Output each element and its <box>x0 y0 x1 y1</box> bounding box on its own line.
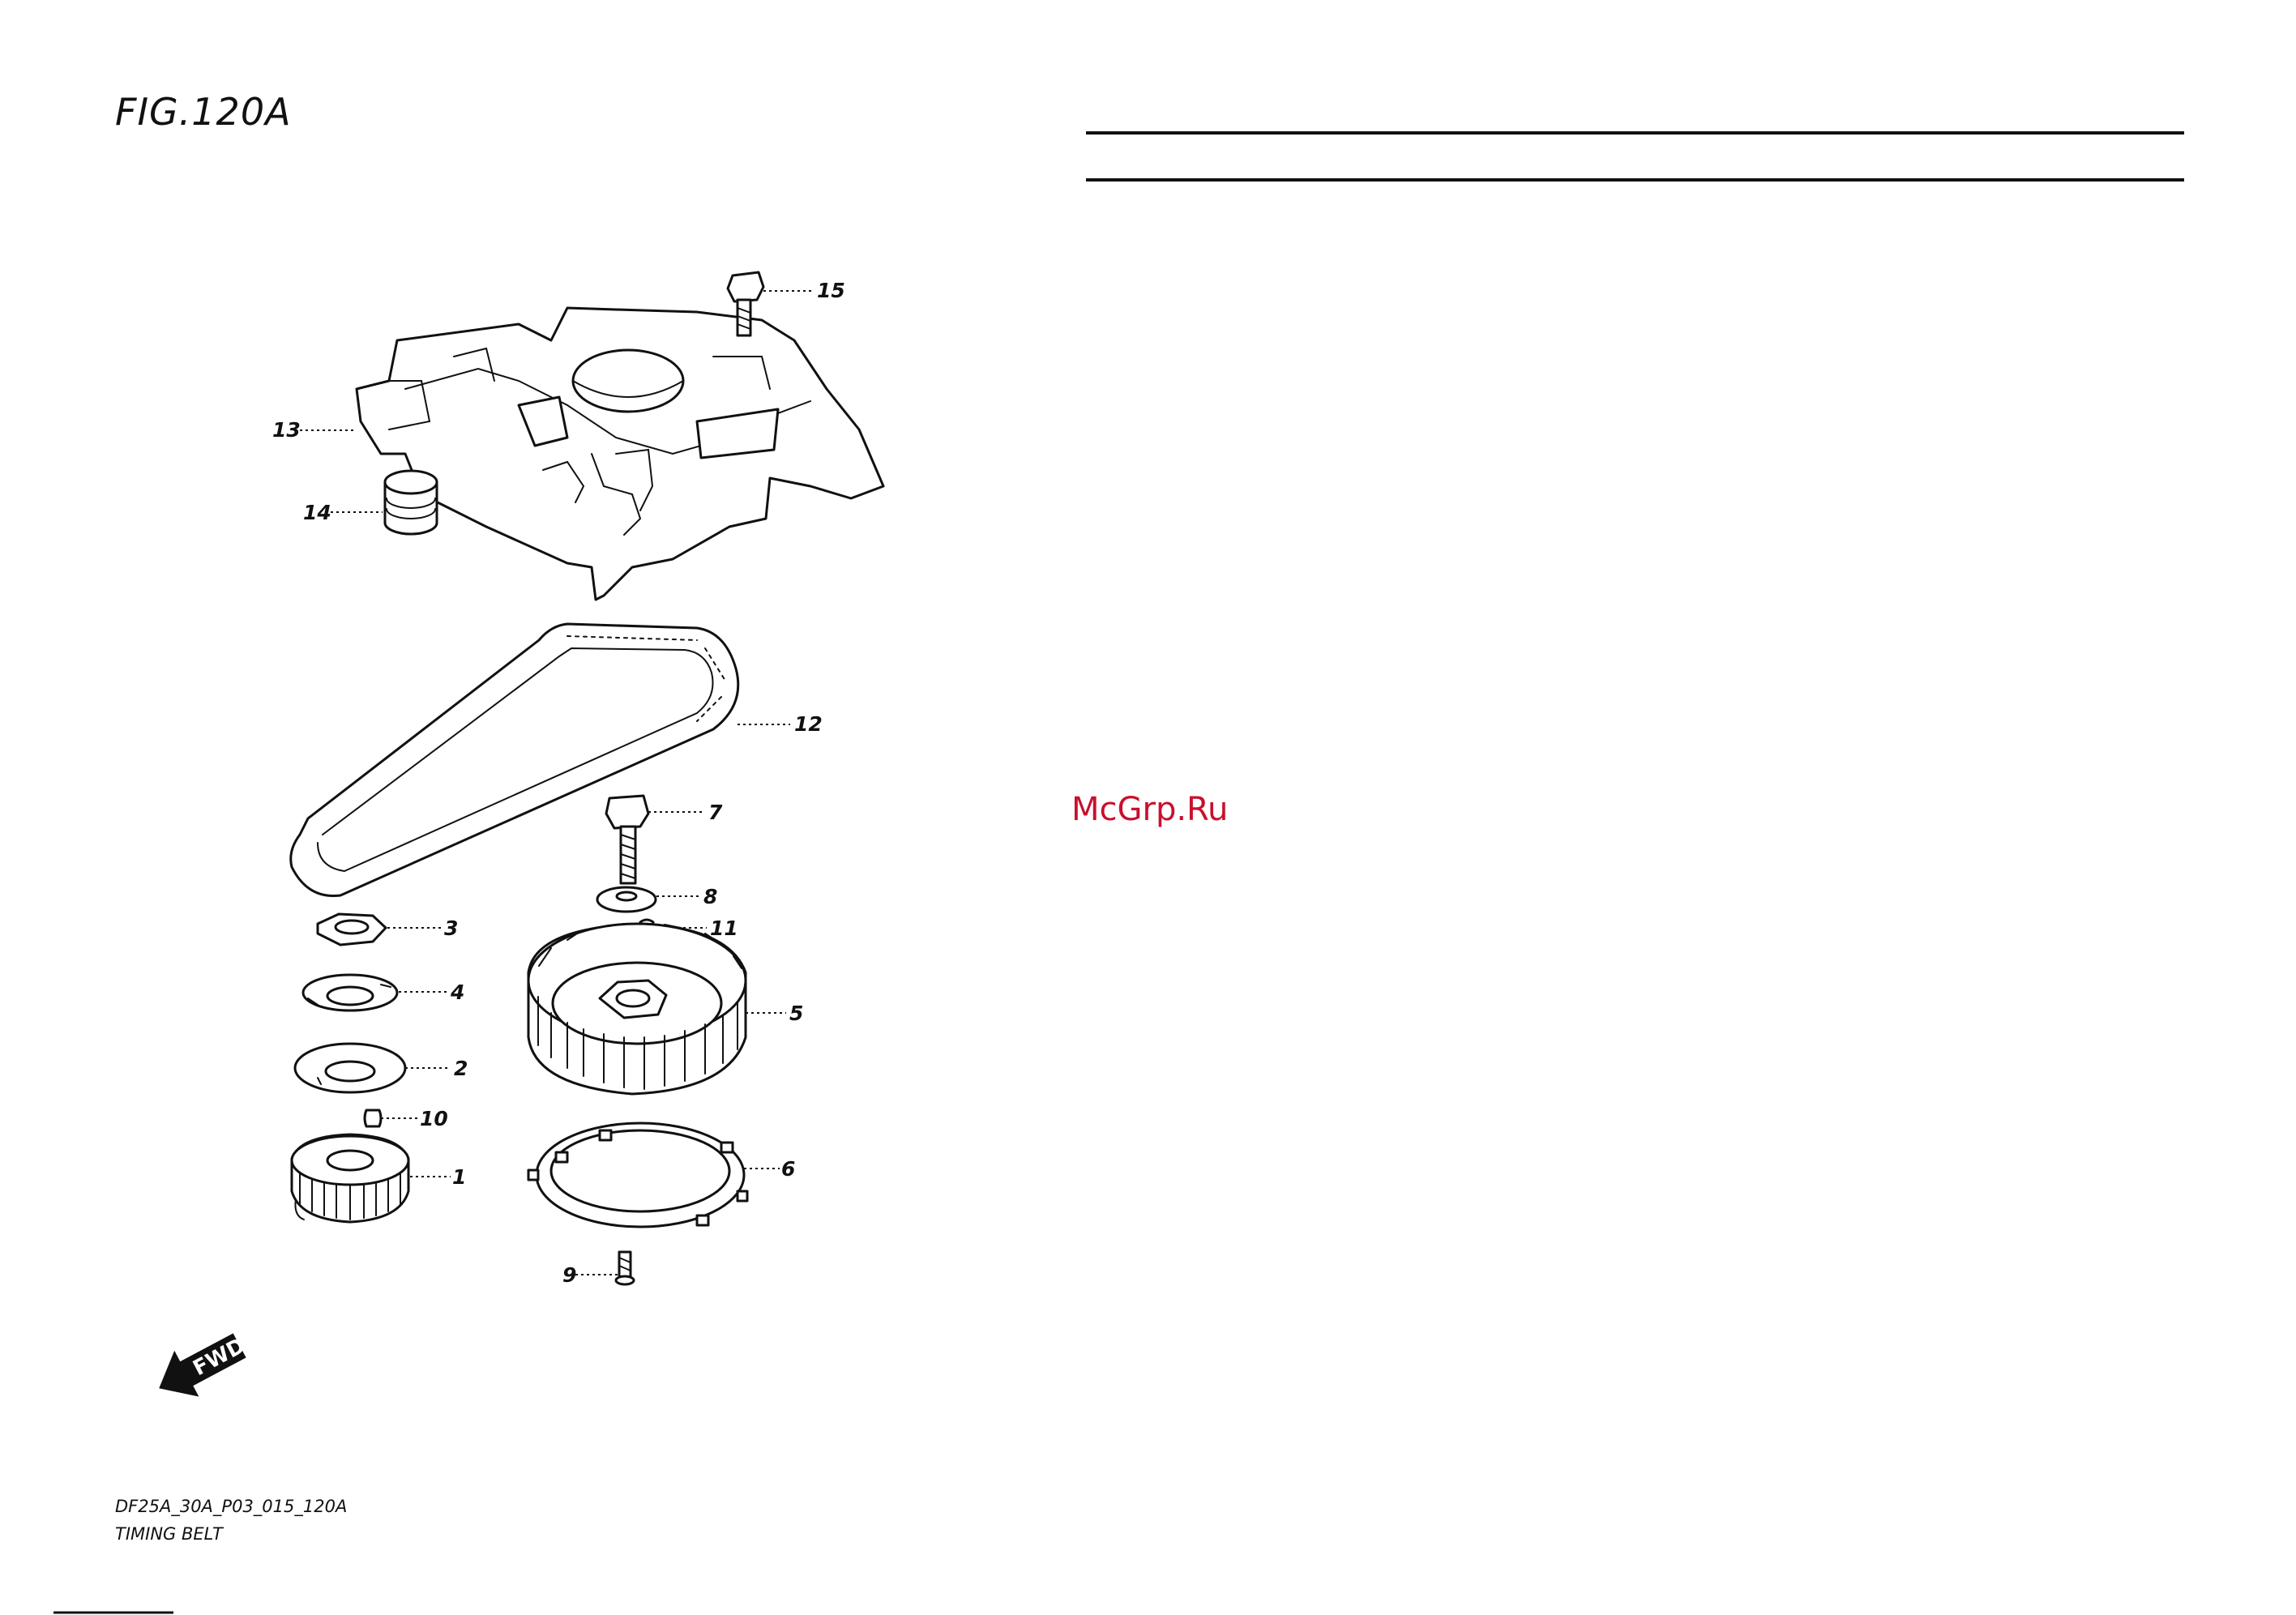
part-nut-3 <box>318 914 386 945</box>
part-timing-belt-cover <box>357 308 883 600</box>
callout-9: 9 <box>562 1263 576 1287</box>
callout-11: 11 <box>710 916 738 940</box>
fwd-arrow-icon: FWD <box>149 1322 255 1409</box>
part-bolt-7 <box>606 796 648 883</box>
part-sensor-plate-6 <box>528 1123 747 1227</box>
callout-14: 14 <box>303 501 331 524</box>
callout-10: 10 <box>420 1107 448 1130</box>
callout-1: 1 <box>452 1165 466 1189</box>
callout-6: 6 <box>781 1157 795 1181</box>
callout-15: 15 <box>817 279 845 302</box>
footer-code: DF25A_30A_P03_015_120A <box>115 1497 347 1517</box>
footer-name: TIMING BELT <box>115 1524 224 1544</box>
callout-4: 4 <box>450 981 464 1004</box>
part-cam-pulley-5 <box>528 924 746 1094</box>
callout-2: 2 <box>454 1057 468 1080</box>
part-timing-belt <box>291 624 738 896</box>
callout-8: 8 <box>703 885 717 908</box>
part-grommet <box>385 471 437 534</box>
part-crank-pulley-1 <box>292 1134 408 1222</box>
figure-title: FIG.120A <box>115 90 292 134</box>
callout-3: 3 <box>444 916 458 940</box>
callout-13: 13 <box>272 418 301 442</box>
callout-5: 5 <box>789 1002 803 1025</box>
part-screw-9 <box>616 1252 634 1284</box>
part-plate-2 <box>295 1044 405 1092</box>
part-lock-washer-4 <box>303 975 397 1010</box>
watermark: McGrp.Ru <box>1071 791 1228 828</box>
callout-12: 12 <box>794 712 823 736</box>
callout-7: 7 <box>708 801 723 824</box>
fwd-arrow-label: FWD <box>189 1334 249 1381</box>
part-key-10 <box>365 1110 381 1126</box>
part-washer-8 <box>597 887 656 912</box>
